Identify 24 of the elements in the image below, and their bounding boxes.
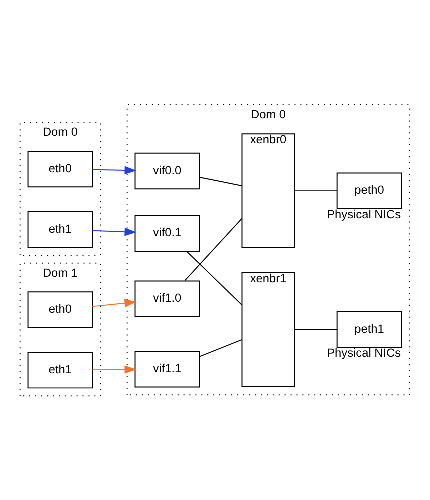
node-box: xenbr1 xyxy=(242,272,296,387)
connector xyxy=(184,218,243,281)
connector xyxy=(199,338,242,357)
node-box: vif1.0 xyxy=(134,280,200,317)
node-label: Physical NICs xyxy=(327,346,402,360)
node-box: eth0 xyxy=(28,291,94,328)
node-box: xenbr0 xyxy=(242,133,296,248)
node-box: vif0.0 xyxy=(134,152,200,190)
node-box: eth0 xyxy=(28,150,94,188)
node-box: peth1 xyxy=(336,310,402,348)
node-box: vif1.1 xyxy=(134,350,200,388)
connector xyxy=(294,328,338,330)
arrow xyxy=(92,227,137,236)
node-box: peth0 xyxy=(336,172,402,209)
node-label: Physical NICs xyxy=(327,206,402,221)
connector xyxy=(199,176,242,186)
arrow xyxy=(92,166,137,174)
connector xyxy=(294,190,338,192)
arrow xyxy=(92,365,137,374)
node-box: eth1 xyxy=(28,210,94,248)
node-box: eth1 xyxy=(28,352,94,388)
node-box: vif0.1 xyxy=(134,214,200,252)
connector xyxy=(186,250,243,306)
arrow xyxy=(92,298,137,307)
